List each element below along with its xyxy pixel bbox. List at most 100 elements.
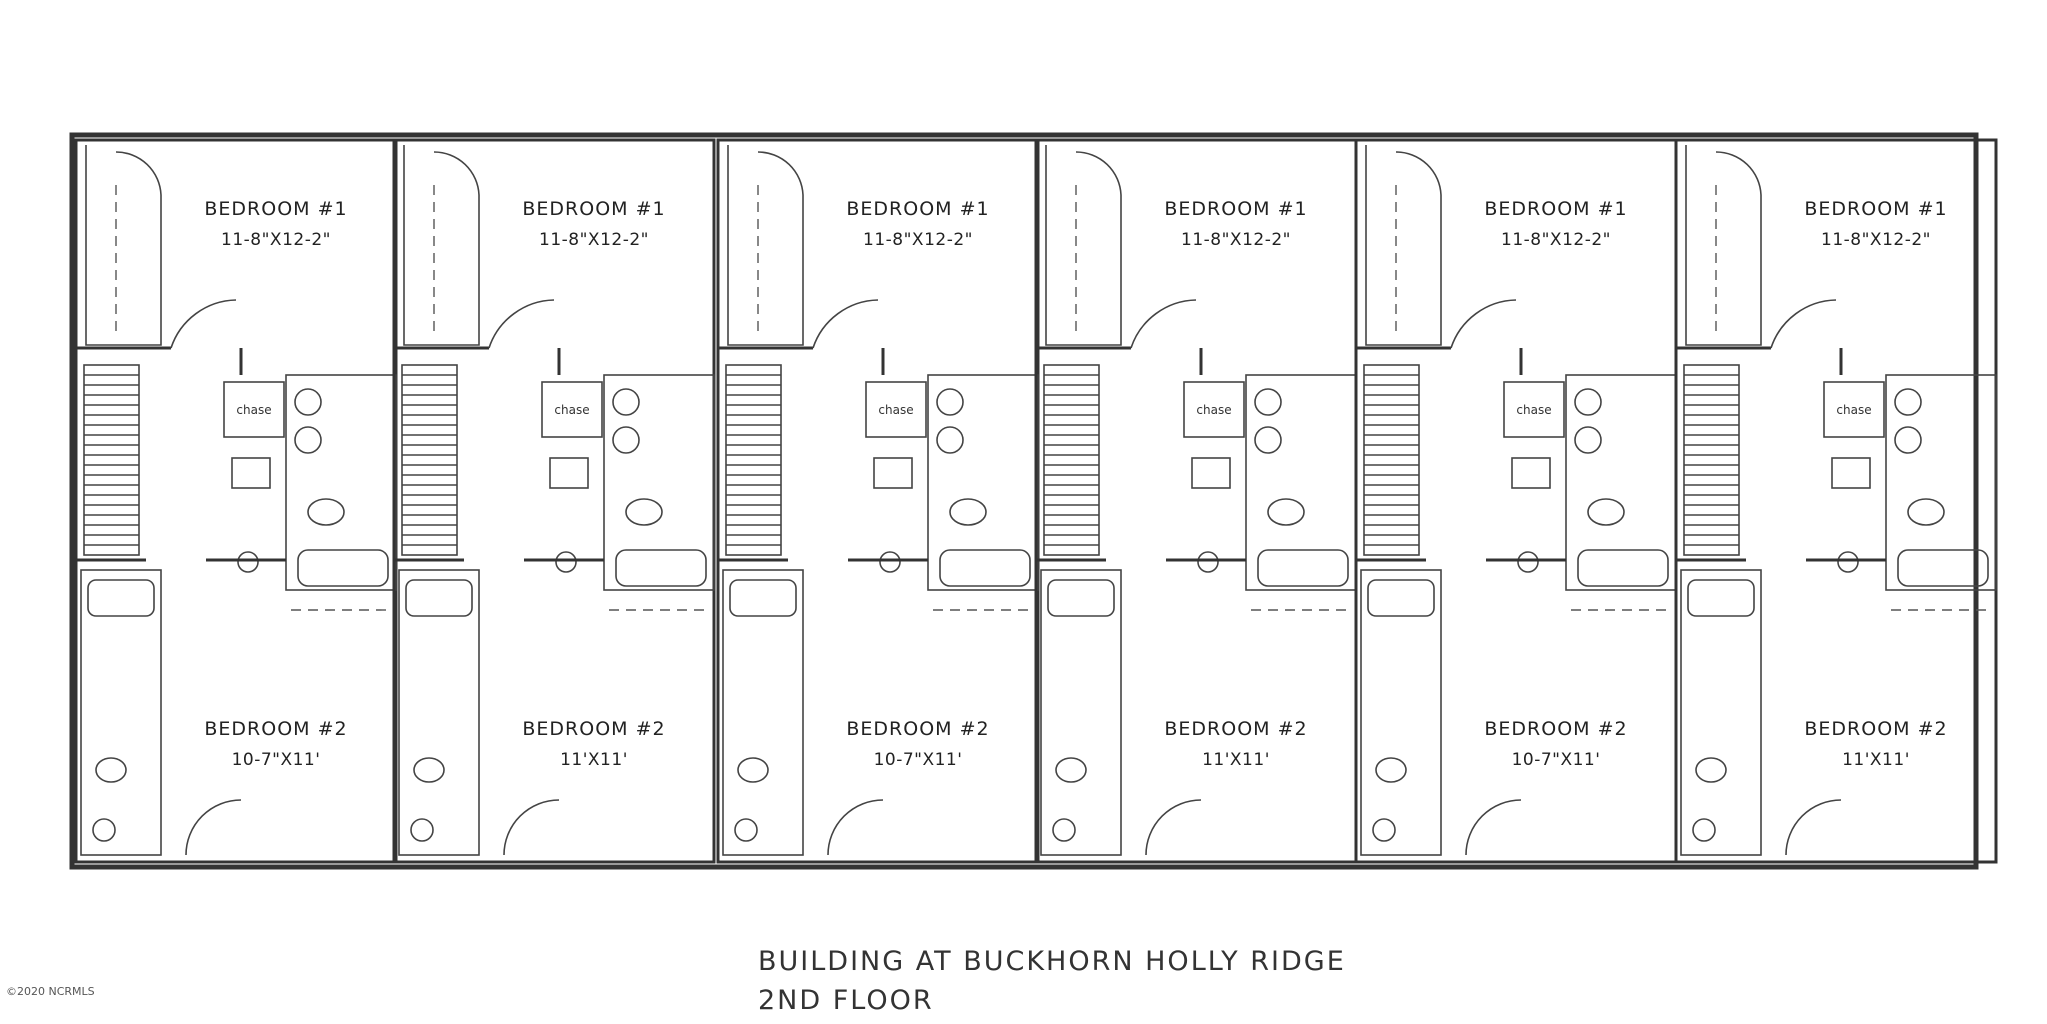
sink-icon: [92, 818, 116, 842]
bathroom: [927, 374, 1039, 591]
closet: [1685, 145, 1762, 346]
chase-box: [1823, 381, 1885, 438]
washer: [873, 457, 913, 489]
chase-box: [865, 381, 927, 438]
door-swing: [1785, 799, 1842, 856]
bedroom1-wall: [718, 346, 885, 375]
staircase: [1043, 364, 1100, 556]
water-heater-icon: [1837, 551, 1859, 573]
chase-box: [541, 381, 603, 438]
chase-label: chase: [1516, 403, 1551, 417]
door-swing: [433, 151, 480, 196]
bedroom1-label: BEDROOM #1: [1804, 198, 1947, 220]
bedroom1-wall: [1676, 346, 1843, 375]
toilet-icon: [737, 757, 769, 783]
closet: [727, 145, 804, 346]
toilet-icon: [1695, 757, 1727, 783]
door-swing: [185, 799, 242, 856]
sink-icon: [294, 388, 322, 416]
water-heater-icon: [237, 551, 259, 573]
door-swing: [1450, 299, 1517, 349]
bathroom: [1245, 374, 1357, 591]
second-bath: [722, 569, 804, 856]
sink-icon: [936, 426, 964, 454]
second-bath: [1360, 569, 1442, 856]
toilet-icon: [1907, 498, 1945, 526]
bedroom2-label: BEDROOM #2: [1804, 718, 1947, 740]
toilet-icon: [625, 498, 663, 526]
bedroom2-label: BEDROOM #2: [1164, 718, 1307, 740]
staircase: [1363, 364, 1420, 556]
bathtub: [1687, 579, 1755, 617]
water-heater-icon: [555, 551, 577, 573]
toilet-icon: [949, 498, 987, 526]
sink-icon: [1052, 818, 1076, 842]
bedroom2-dims: 10-7"X11': [874, 750, 963, 770]
bathtub: [1367, 579, 1435, 617]
bedroom1-label: BEDROOM #1: [1484, 198, 1627, 220]
bathroom: [1565, 374, 1677, 591]
washer: [1191, 457, 1231, 489]
chase-label: chase: [1836, 403, 1871, 417]
door-swing: [1395, 151, 1442, 196]
bathtub: [1577, 549, 1669, 587]
door-swing: [488, 299, 555, 349]
sink-icon: [734, 818, 758, 842]
washer: [1831, 457, 1871, 489]
staircase: [83, 364, 140, 556]
door-swing: [827, 799, 884, 856]
washer: [1511, 457, 1551, 489]
closet: [403, 145, 480, 346]
staircase: [1683, 364, 1740, 556]
door-swing: [1715, 151, 1762, 196]
sink-icon: [612, 388, 640, 416]
door-swing: [170, 299, 237, 349]
bedroom1-dims: 11-8"X12-2": [1501, 230, 1611, 250]
sink-icon: [1894, 426, 1922, 454]
sink-icon: [1574, 426, 1602, 454]
toilet-icon: [1267, 498, 1305, 526]
staircase: [725, 364, 782, 556]
bedroom1-wall: [1356, 346, 1523, 375]
sink-icon: [1692, 818, 1716, 842]
toilet-icon: [1055, 757, 1087, 783]
sink-icon: [410, 818, 434, 842]
bathroom: [603, 374, 715, 591]
door-swing: [503, 799, 560, 856]
washer: [549, 457, 589, 489]
bathtub: [405, 579, 473, 617]
chase-label: chase: [1196, 403, 1231, 417]
drawing-title: BUILDING AT BUCKHORN HOLLY RIDGE: [758, 946, 1346, 977]
bedroom2-label: BEDROOM #2: [1484, 718, 1627, 740]
second-bath: [1040, 569, 1122, 856]
chase-label: chase: [236, 403, 271, 417]
toilet-icon: [95, 757, 127, 783]
chase-label: chase: [878, 403, 913, 417]
bedroom2-dims: 10-7"X11': [1512, 750, 1601, 770]
bathtub: [1897, 549, 1989, 587]
chase-label: chase: [554, 403, 589, 417]
bedroom1-label: BEDROOM #1: [204, 198, 347, 220]
bedroom2-label: BEDROOM #2: [522, 718, 665, 740]
bathtub: [615, 549, 707, 587]
building-outline: [69, 132, 1979, 870]
sink-icon: [1574, 388, 1602, 416]
second-bath: [1680, 569, 1762, 856]
door-swing: [1770, 299, 1837, 349]
chase-box: [223, 381, 285, 438]
bathroom: [1885, 374, 1997, 591]
bedroom1-label: BEDROOM #1: [846, 198, 989, 220]
door-swing: [1075, 151, 1122, 196]
second-bath: [80, 569, 162, 856]
sink-icon: [1254, 388, 1282, 416]
bedroom1-wall: [76, 346, 243, 375]
door-swing: [1465, 799, 1522, 856]
bathtub: [939, 549, 1031, 587]
bedroom2-dims: 10-7"X11': [232, 750, 321, 770]
sink-icon: [612, 426, 640, 454]
sink-icon: [1372, 818, 1396, 842]
